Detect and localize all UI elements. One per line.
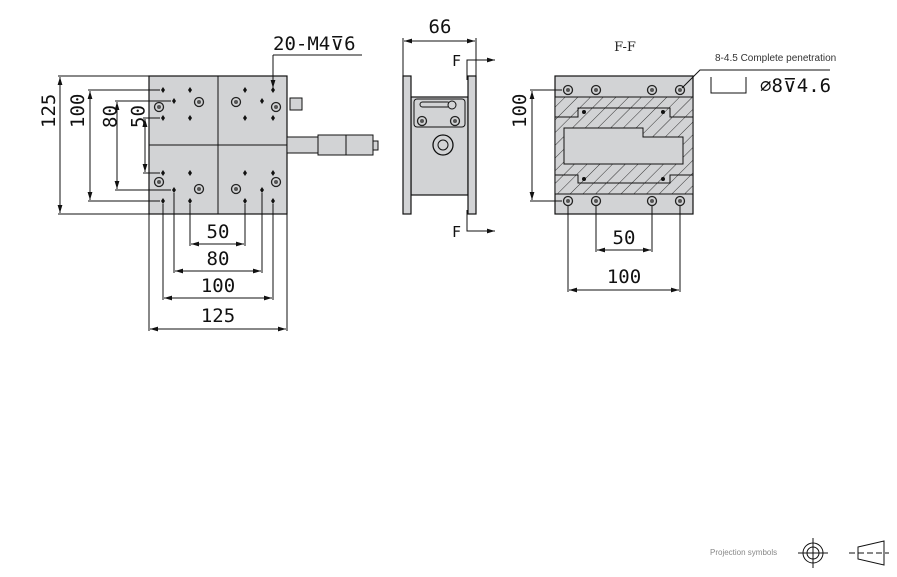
projection-label: Projection symbols bbox=[710, 548, 777, 557]
counterbore-spec: ⌀8⊽4.6 bbox=[760, 75, 831, 97]
dim-100-horizontal: 100 bbox=[201, 275, 235, 297]
dim-100-vertical: 100 bbox=[67, 94, 89, 128]
first-angle-cone-icon bbox=[849, 540, 889, 566]
dim-80-vertical: 80 bbox=[100, 105, 122, 128]
counterbore-symbol bbox=[710, 77, 747, 94]
dim-50-section: 50 bbox=[613, 227, 636, 249]
micrometer-head bbox=[286, 134, 379, 156]
first-angle-circle-icon bbox=[798, 538, 828, 568]
dim-66: 66 bbox=[429, 16, 452, 38]
section-title: F-F bbox=[614, 40, 636, 55]
dim-80-horizontal: 80 bbox=[207, 248, 230, 270]
dim-100-section: 100 bbox=[607, 266, 641, 288]
lock-knob bbox=[289, 97, 303, 111]
dim-125-horizontal: 125 bbox=[201, 305, 235, 327]
dim-100-vertical-section: 100 bbox=[509, 94, 531, 128]
dim-50-vertical: 50 bbox=[128, 105, 150, 128]
adjust-knob bbox=[432, 134, 454, 156]
dim-50-horizontal: 50 bbox=[207, 221, 230, 243]
vertical-dimensions: 125 100 80 50 bbox=[38, 75, 171, 215]
projection-symbols: Projection symbols bbox=[710, 538, 889, 568]
side-view: 66 F F bbox=[402, 16, 495, 241]
hole-note: 8-4.5 Complete penetration bbox=[715, 53, 836, 64]
section-mark-bottom: F bbox=[452, 223, 461, 241]
right-flange bbox=[467, 75, 477, 215]
left-flange bbox=[402, 75, 412, 215]
section-mark-top: F bbox=[452, 52, 461, 70]
dim-125-vertical: 125 bbox=[38, 94, 60, 128]
horizontal-dimensions: 50 80 100 125 bbox=[148, 193, 288, 332]
section-view: F-F 100 50 100 8-4.5 Complete penetratio… bbox=[509, 40, 836, 293]
top-view: 20-M4⊽6 125 100 80 50 50 80 100 bbox=[38, 33, 379, 332]
thread-callout: 20-M4⊽6 bbox=[273, 33, 356, 55]
inner-cavity bbox=[563, 127, 684, 165]
